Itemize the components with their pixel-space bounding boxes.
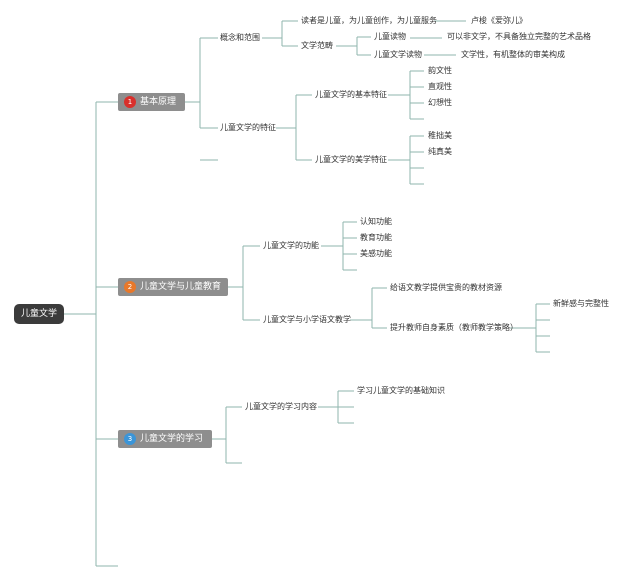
node-features[interactable]: 儿童文学的特征 [220,123,276,132]
node-pure-beauty[interactable]: 纯真美 [428,147,452,156]
node-learning-content[interactable]: 儿童文学的学习内容 [245,402,317,411]
node-literary-category[interactable]: 文学范畴 [301,41,333,50]
node-functions[interactable]: 儿童文学的功能 [263,241,319,250]
branch-label: 儿童文学的学习 [140,434,204,444]
node-rhyme[interactable]: 韵文性 [428,66,452,75]
number-badge-icon: 2 [124,281,136,293]
node-naive-beauty[interactable]: 稚拙美 [428,131,452,140]
number-badge-icon: 3 [124,433,136,445]
node-aesthetic-function[interactable]: 美感功能 [360,249,392,258]
node-concept-scope[interactable]: 概念和范围 [220,33,260,42]
branch-node-learning[interactable]: 3 儿童文学的学习 [118,430,212,448]
node-note-non-literature[interactable]: 可以非文学，不具备独立完整的艺术品格 [447,32,591,41]
branch-node-literature-and-education[interactable]: 2 儿童文学与儿童教育 [118,278,228,296]
node-fantasy[interactable]: 幻想性 [428,98,452,107]
node-children-reading[interactable]: 儿童读物 [374,32,406,41]
node-educational-function[interactable]: 教育功能 [360,233,392,242]
node-intuitive[interactable]: 直观性 [428,82,452,91]
node-teaching-resources[interactable]: 给语文教学提供宝贵的教材资源 [390,283,502,292]
branch-label: 儿童文学与儿童教育 [140,282,222,292]
node-children-literature-reading[interactable]: 儿童文学读物 [374,50,422,59]
node-teacher-quality[interactable]: 提升教师自身素质（教师教学策略） [390,323,518,332]
number-badge-icon: 1 [124,96,136,108]
node-note-rousseau[interactable]: 卢梭《爱弥儿》 [471,16,527,25]
node-basic-knowledge[interactable]: 学习儿童文学的基础知识 [357,386,445,395]
node-cognitive-function[interactable]: 认知功能 [360,217,392,226]
node-reader-definition[interactable]: 读者是儿童，为儿童创作，为儿童服务 [301,16,437,25]
branch-label: 基本原理 [140,97,177,107]
node-primary-chinese-teaching[interactable]: 儿童文学与小学语文教学 [263,315,351,324]
node-basic-features[interactable]: 儿童文学的基本特征 [315,90,387,99]
node-note-literariness[interactable]: 文学性，有机整体的审美构成 [461,50,565,59]
node-freshness-integrity[interactable]: 新鲜感与完整性 [553,299,609,308]
node-aesthetic-features[interactable]: 儿童文学的美学特征 [315,155,387,164]
branch-node-basic-principles[interactable]: 1 基本原理 [118,93,185,111]
root-node[interactable]: 儿童文学 [14,304,64,324]
